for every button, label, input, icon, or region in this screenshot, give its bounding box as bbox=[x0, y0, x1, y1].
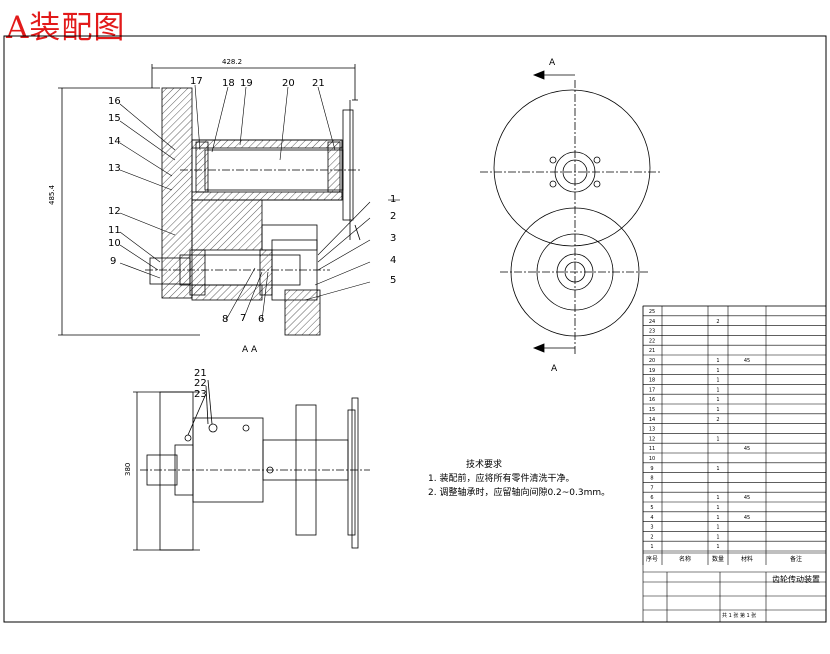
bom-cell: 1 bbox=[716, 505, 719, 511]
bom-cell: 11 bbox=[649, 446, 655, 452]
bom-cell: 45 bbox=[744, 446, 750, 452]
bom-cell: 1 bbox=[716, 368, 719, 374]
balloon-10: 10 bbox=[108, 238, 121, 249]
bom-cell: 5 bbox=[650, 505, 653, 511]
bom-cell: 2 bbox=[716, 319, 719, 325]
bom-cell: 1 bbox=[716, 525, 719, 531]
balloon-6: 6 bbox=[258, 314, 265, 325]
balloon-4: 4 bbox=[390, 255, 397, 266]
bom-cell: 8 bbox=[650, 476, 653, 482]
section-label: A A bbox=[242, 345, 258, 355]
balloon-17: 17 bbox=[190, 76, 203, 87]
bom-cell: 1 bbox=[716, 466, 719, 472]
bom-cell: 7 bbox=[650, 485, 653, 491]
bom-cell: 1 bbox=[716, 407, 719, 413]
bom-cell: 3 bbox=[650, 525, 653, 531]
balloon-15: 15 bbox=[108, 113, 121, 124]
bom-cell: 1 bbox=[716, 515, 719, 521]
bom-cell: 1 bbox=[716, 358, 719, 364]
bom-cell: 2 bbox=[716, 417, 719, 423]
balloon-bottom-22: 22 bbox=[194, 378, 207, 389]
drawing-title-stamp: A装配图 bbox=[6, 10, 126, 46]
balloon-9: 9 bbox=[110, 256, 117, 267]
bom-cell: 19 bbox=[649, 368, 655, 374]
bom-cell: 23 bbox=[649, 329, 655, 335]
balloon-3: 3 bbox=[390, 233, 397, 244]
title-block-sheet: 共 1 张 第 1 张 bbox=[722, 613, 757, 619]
leader-lines bbox=[119, 84, 400, 321]
balloon-18: 18 bbox=[222, 78, 235, 89]
bom-header-cell: 数量 bbox=[712, 555, 724, 563]
bom-table bbox=[642, 305, 827, 623]
sheet-border bbox=[3, 35, 827, 623]
tech-notes-title: 技术要求 bbox=[466, 460, 503, 470]
bom-cell: 45 bbox=[744, 515, 750, 521]
bom-cell: 13 bbox=[649, 427, 655, 433]
balloon-2: 2 bbox=[390, 211, 397, 222]
balloon-8: 8 bbox=[222, 314, 229, 325]
bom-cell: 15 bbox=[649, 407, 655, 413]
bom-cell: 1 bbox=[716, 534, 719, 540]
bom-cell: 1 bbox=[716, 397, 719, 403]
bom-cell: 12 bbox=[649, 436, 655, 442]
bom-cell: 1 bbox=[716, 495, 719, 501]
bom-cell: 10 bbox=[649, 456, 655, 462]
tech-notes: 技术要求 1. 装配前，应将所有零件清洗干净。 2. 调整轴承时，应留轴向间隙0… bbox=[428, 458, 610, 500]
tech-note-1: 1. 装配前，应将所有零件清洗干净。 bbox=[428, 474, 575, 484]
bom-cell: 45 bbox=[744, 358, 750, 364]
end-view bbox=[480, 70, 660, 355]
dimension-bottom: 380 bbox=[124, 462, 132, 476]
arrow-label-top: A bbox=[549, 58, 556, 68]
bom-cell: 1 bbox=[716, 544, 719, 550]
bom-cell: 22 bbox=[649, 338, 655, 344]
balloon-bottom-23: 23 bbox=[194, 389, 207, 400]
bom-cell: 17 bbox=[649, 387, 655, 393]
bom-cell: 45 bbox=[744, 495, 750, 501]
bom-cell: 1 bbox=[650, 544, 653, 550]
bom-header-cell: 备注 bbox=[790, 555, 802, 563]
bom-cell: 1 bbox=[716, 378, 719, 384]
balloon-19: 19 bbox=[240, 78, 253, 89]
arrow-label-bottom: A bbox=[551, 364, 558, 374]
bom-cell: 14 bbox=[649, 417, 655, 423]
dimension-left: 485.4 bbox=[48, 184, 56, 205]
balloon-bottom-21: 21 bbox=[194, 368, 207, 379]
bom-cell: 2 bbox=[650, 534, 653, 540]
bom-cell: 20 bbox=[649, 358, 655, 364]
bom-cell: 18 bbox=[649, 378, 655, 384]
balloon-5: 5 bbox=[390, 275, 397, 286]
bom-cell: 1 bbox=[716, 436, 719, 442]
bom-cell: 25 bbox=[649, 309, 655, 315]
balloon-14: 14 bbox=[108, 136, 121, 147]
bom-cell: 4 bbox=[650, 515, 653, 521]
balloon-12: 12 bbox=[108, 206, 121, 217]
balloon-7: 7 bbox=[240, 313, 247, 324]
bom-cell: 16 bbox=[649, 397, 655, 403]
bom-cell: 21 bbox=[649, 348, 655, 354]
title-block-name: 齿轮传动装置 bbox=[772, 575, 820, 584]
balloon-20: 20 bbox=[282, 78, 295, 89]
bom-header-cell: 序号 bbox=[646, 555, 658, 563]
tech-note-2: 2. 调整轴承时，应留轴向间隙0.2~0.3mm。 bbox=[428, 488, 611, 498]
bom-cell: 24 bbox=[649, 319, 655, 325]
balloon-11: 11 bbox=[108, 225, 121, 236]
bom-cell: 1 bbox=[716, 387, 719, 393]
section-view bbox=[58, 64, 362, 336]
bom-header-cell: 材料 bbox=[741, 555, 753, 563]
balloon-21: 21 bbox=[312, 78, 325, 89]
plan-view bbox=[133, 379, 370, 551]
dimension-top: 428.2 bbox=[222, 58, 243, 66]
bom-header-cell: 名称 bbox=[679, 555, 691, 563]
bom-cell: 9 bbox=[650, 466, 653, 472]
balloon-1: 1 bbox=[390, 194, 397, 205]
bom-cell: 6 bbox=[650, 495, 653, 501]
balloon-16: 16 bbox=[108, 96, 121, 107]
balloon-13: 13 bbox=[108, 163, 121, 174]
